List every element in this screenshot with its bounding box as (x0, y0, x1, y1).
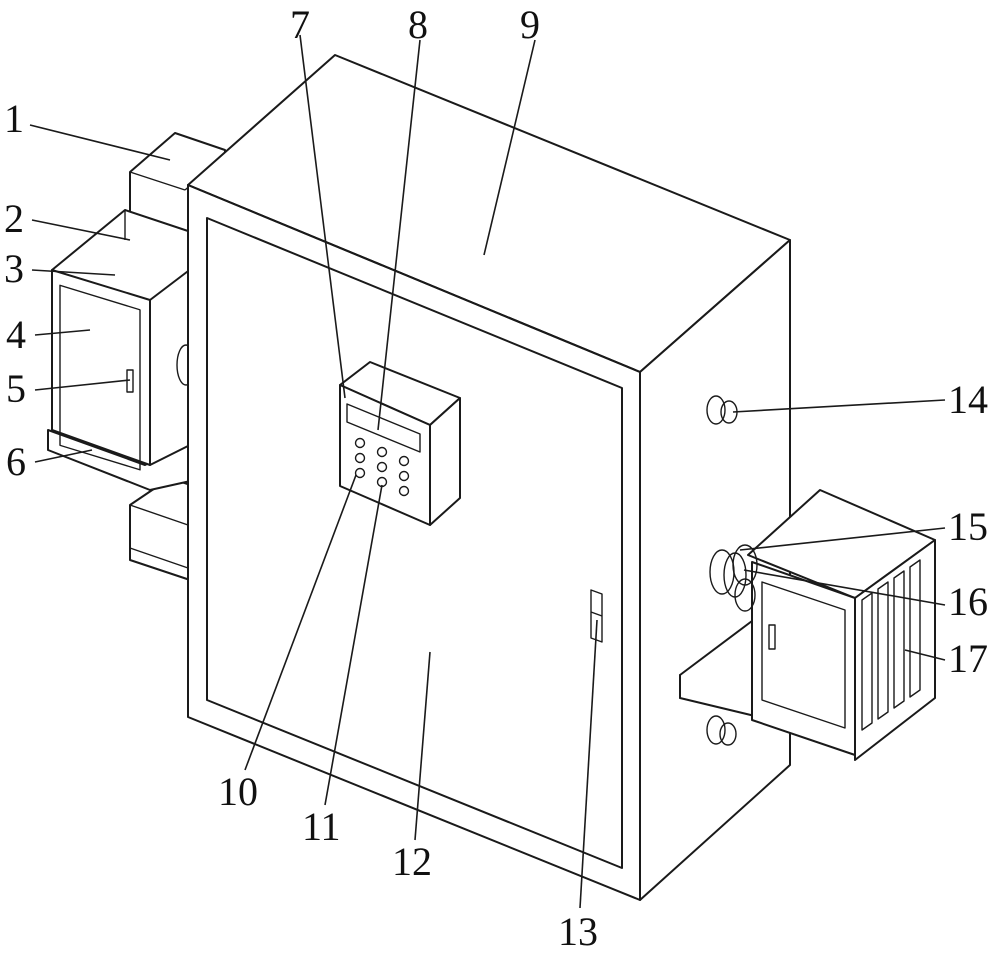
callout-3: 3 (4, 246, 24, 291)
callout-15: 15 (948, 504, 988, 549)
callout-16: 16 (948, 579, 988, 624)
callout-4: 4 (6, 312, 26, 357)
left-small-cabinet (47, 209, 201, 491)
main-cabinet (187, 54, 791, 901)
callout-1: 1 (4, 96, 24, 141)
callout-12: 12 (392, 839, 432, 884)
callout-13: 13 (558, 909, 598, 954)
callout-5: 5 (6, 366, 26, 411)
callout-10: 10 (218, 769, 258, 814)
keypad (354, 437, 410, 497)
callout-2: 2 (4, 196, 24, 241)
callout-6: 6 (6, 439, 26, 484)
control-box (339, 361, 461, 526)
leader-lines (29, 34, 946, 909)
callout-11: 11 (302, 804, 341, 849)
callout-14: 14 (948, 377, 988, 422)
fan-unit-handle (768, 624, 776, 650)
callout-9: 9 (520, 2, 540, 47)
callout-7: 7 (290, 2, 310, 47)
fan-motor (709, 544, 758, 612)
door-handle (590, 589, 603, 643)
right-fan-unit (709, 489, 936, 761)
callout-labels: 1 2 3 4 5 6 7 8 9 10 11 12 13 14 15 16 1… (4, 2, 988, 954)
callout-8: 8 (408, 2, 428, 47)
callout-17: 17 (948, 636, 988, 681)
main-door (206, 217, 623, 869)
vent-slots (861, 559, 921, 731)
control-display (346, 403, 421, 453)
side-bolt-lower (706, 715, 737, 746)
